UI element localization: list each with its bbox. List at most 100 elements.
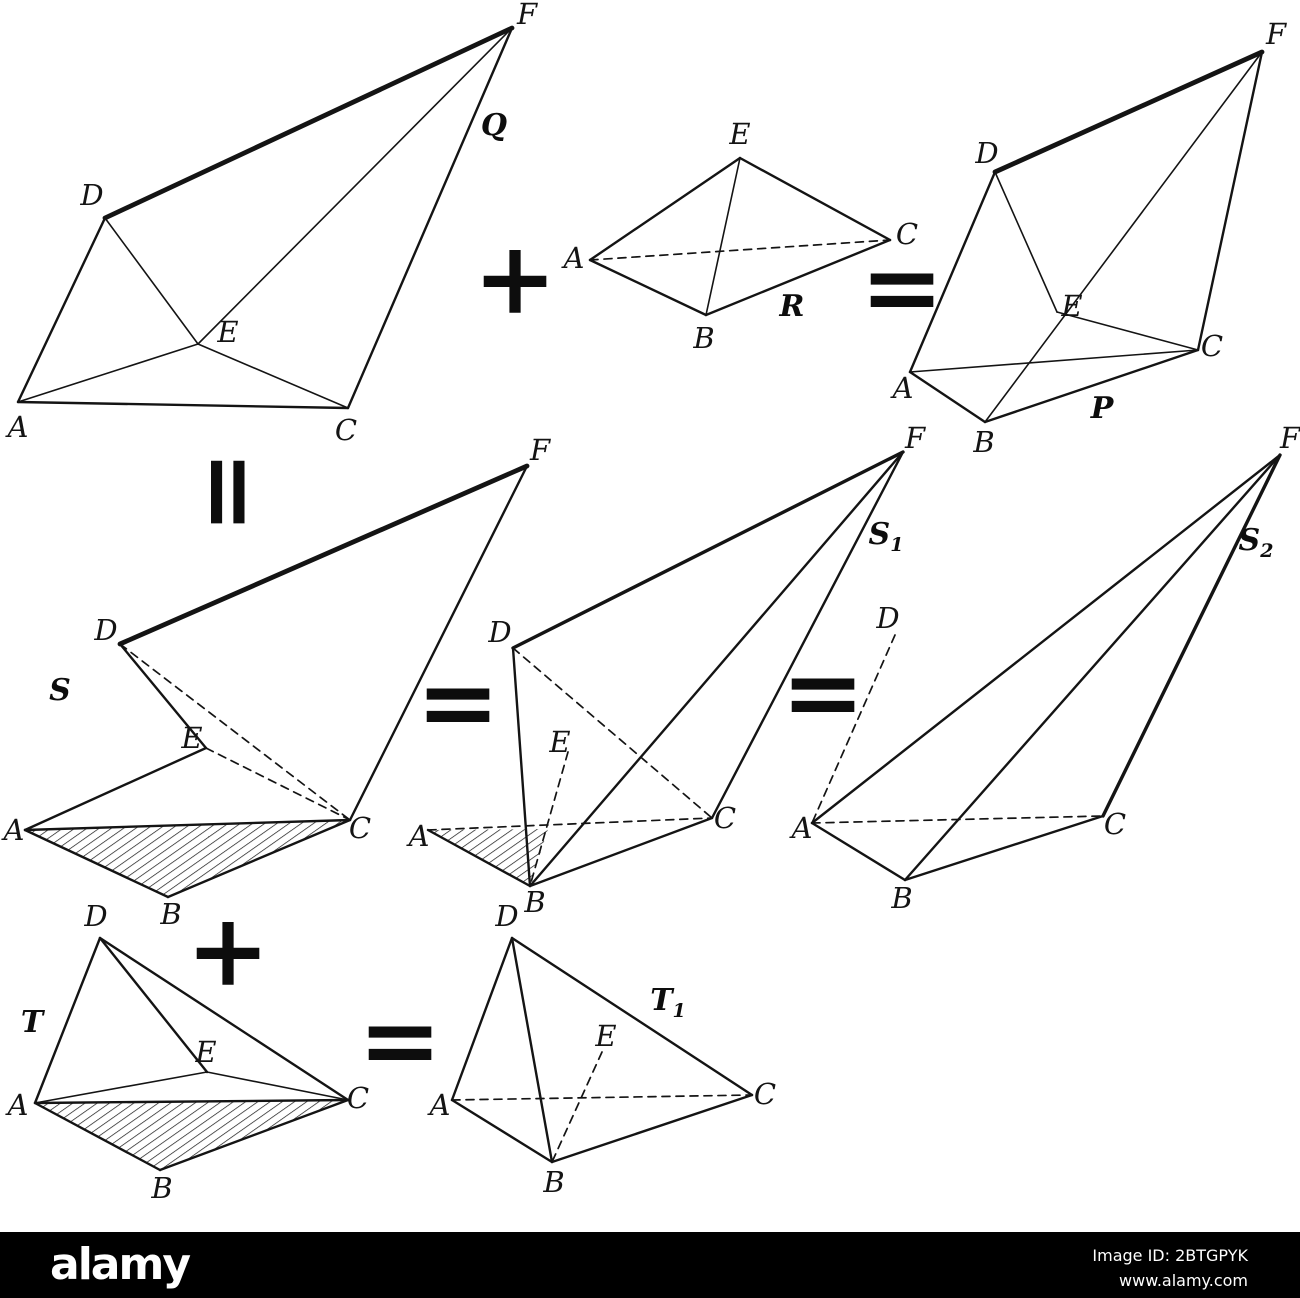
t-hatched-base — [35, 1100, 348, 1170]
edge — [34, 1071, 208, 1104]
s1-vertex-c-label: C — [714, 801, 736, 835]
edge — [348, 464, 529, 822]
t-vertex-a-label: A — [5, 1088, 29, 1122]
q-vertex-e-label: E — [216, 315, 238, 349]
figure-p: F D E A B C P — [890, 17, 1287, 459]
t-vertex-c-label: C — [347, 1081, 369, 1115]
edge — [1196, 50, 1264, 352]
watermark-url: www.alamy.com — [1119, 1271, 1248, 1290]
edge — [588, 258, 708, 317]
edge — [117, 463, 530, 647]
edge — [1056, 311, 1199, 351]
edge — [98, 936, 209, 1074]
edge — [528, 450, 905, 888]
figure-t1-edges — [450, 936, 754, 1164]
t1-vertex-e-label: E — [594, 1019, 616, 1053]
figure-r-edges — [588, 156, 892, 317]
edge — [197, 343, 349, 409]
hidden-edge — [512, 647, 713, 819]
t-vertex-b-label: B — [150, 1171, 172, 1205]
figure-r-label: R — [779, 289, 805, 324]
p-vertex-e-label: E — [1060, 289, 1082, 323]
figure-s-edges — [23, 463, 530, 899]
plus-operator-bottom: + — [186, 891, 270, 1009]
figure-s2-label: S2 — [1239, 523, 1274, 562]
hidden-edge — [451, 1094, 753, 1101]
r-vertex-e-label: E — [728, 117, 750, 151]
t1-vertex-c-label: C — [754, 1077, 776, 1111]
s2-label-subscript: 2 — [1259, 540, 1273, 562]
edge — [550, 1093, 754, 1164]
figure-s2-edges — [810, 453, 1282, 882]
equals-operator-vertical: = — [172, 450, 290, 534]
edge — [908, 370, 987, 424]
s1-vertex-d-label: D — [487, 615, 511, 649]
edge — [33, 1098, 350, 1105]
q-vertex-a-label: A — [5, 410, 29, 444]
edge — [197, 27, 513, 345]
edge — [510, 936, 554, 1164]
edge — [510, 936, 754, 1097]
hidden-edge — [119, 643, 351, 821]
edge — [450, 1098, 554, 1164]
edge — [102, 25, 515, 221]
edge — [118, 642, 208, 750]
edge — [33, 936, 102, 1105]
edge — [16, 400, 350, 410]
edge — [158, 1098, 350, 1172]
hidden-edge — [205, 747, 351, 821]
watermark-image-id: Image ID: 2BTGPYK — [1092, 1246, 1248, 1265]
edge — [426, 828, 532, 888]
edge — [909, 349, 1199, 373]
edge — [17, 343, 199, 403]
s-vertex-a-label: A — [1, 813, 25, 847]
s-vertex-d-label: D — [93, 613, 117, 647]
s-vertex-e-label: E — [180, 721, 202, 755]
t-vertex-e-label: E — [194, 1035, 216, 1069]
t1-vertex-b-label: B — [542, 1165, 564, 1199]
figure-t-edges — [33, 936, 350, 1172]
p-vertex-f-label: F — [1265, 17, 1287, 51]
edge — [992, 49, 1265, 175]
s2-vertex-f-label: F — [1279, 421, 1300, 455]
figure-t1: D T1 E A B C — [427, 899, 777, 1199]
edge — [588, 156, 742, 262]
t-vertex-d-label: D — [83, 899, 107, 933]
q-vertex-c-label: C — [335, 413, 357, 447]
edge — [23, 828, 170, 899]
edge — [528, 816, 714, 888]
figure-p-edges — [908, 49, 1265, 424]
edge — [450, 936, 514, 1102]
edge — [16, 216, 107, 404]
figure-t: D T E A C B — [5, 899, 370, 1205]
edge — [810, 821, 907, 882]
s1-label-base: S — [869, 517, 891, 552]
s2-vertex-a-label: A — [789, 811, 813, 845]
q-vertex-f-label: F — [516, 0, 538, 31]
edge — [738, 156, 892, 242]
hidden-edge — [427, 817, 713, 831]
hidden-edge — [589, 239, 891, 261]
figure-t-label: T — [21, 1005, 46, 1040]
s1-vertex-a-label: A — [406, 819, 430, 853]
figure-r: E A C B R — [561, 117, 919, 355]
watermark-bar: alamy Image ID: 2BTGPYK www.alamy.com — [0, 1232, 1300, 1298]
edge — [33, 1101, 162, 1172]
figure-q-edges — [16, 25, 515, 410]
hidden-edge — [551, 1051, 603, 1163]
s2-vertex-c-label: C — [1104, 807, 1126, 841]
edge — [984, 51, 1263, 423]
edge — [983, 348, 1200, 424]
equals-operator-bottom: = — [358, 981, 442, 1099]
s1-label-subscript: 1 — [890, 534, 903, 556]
s1-vertex-b-label: B — [523, 885, 545, 919]
edge — [705, 157, 741, 316]
q-vertex-d-label: D — [79, 178, 103, 212]
edge — [104, 217, 199, 345]
edge — [23, 746, 208, 832]
figure-q-label: Q — [481, 108, 507, 143]
t1-vertex-a-label: A — [427, 1088, 451, 1122]
s2-vertex-b-label: B — [890, 881, 912, 915]
equals-operator-top: = — [860, 228, 944, 346]
